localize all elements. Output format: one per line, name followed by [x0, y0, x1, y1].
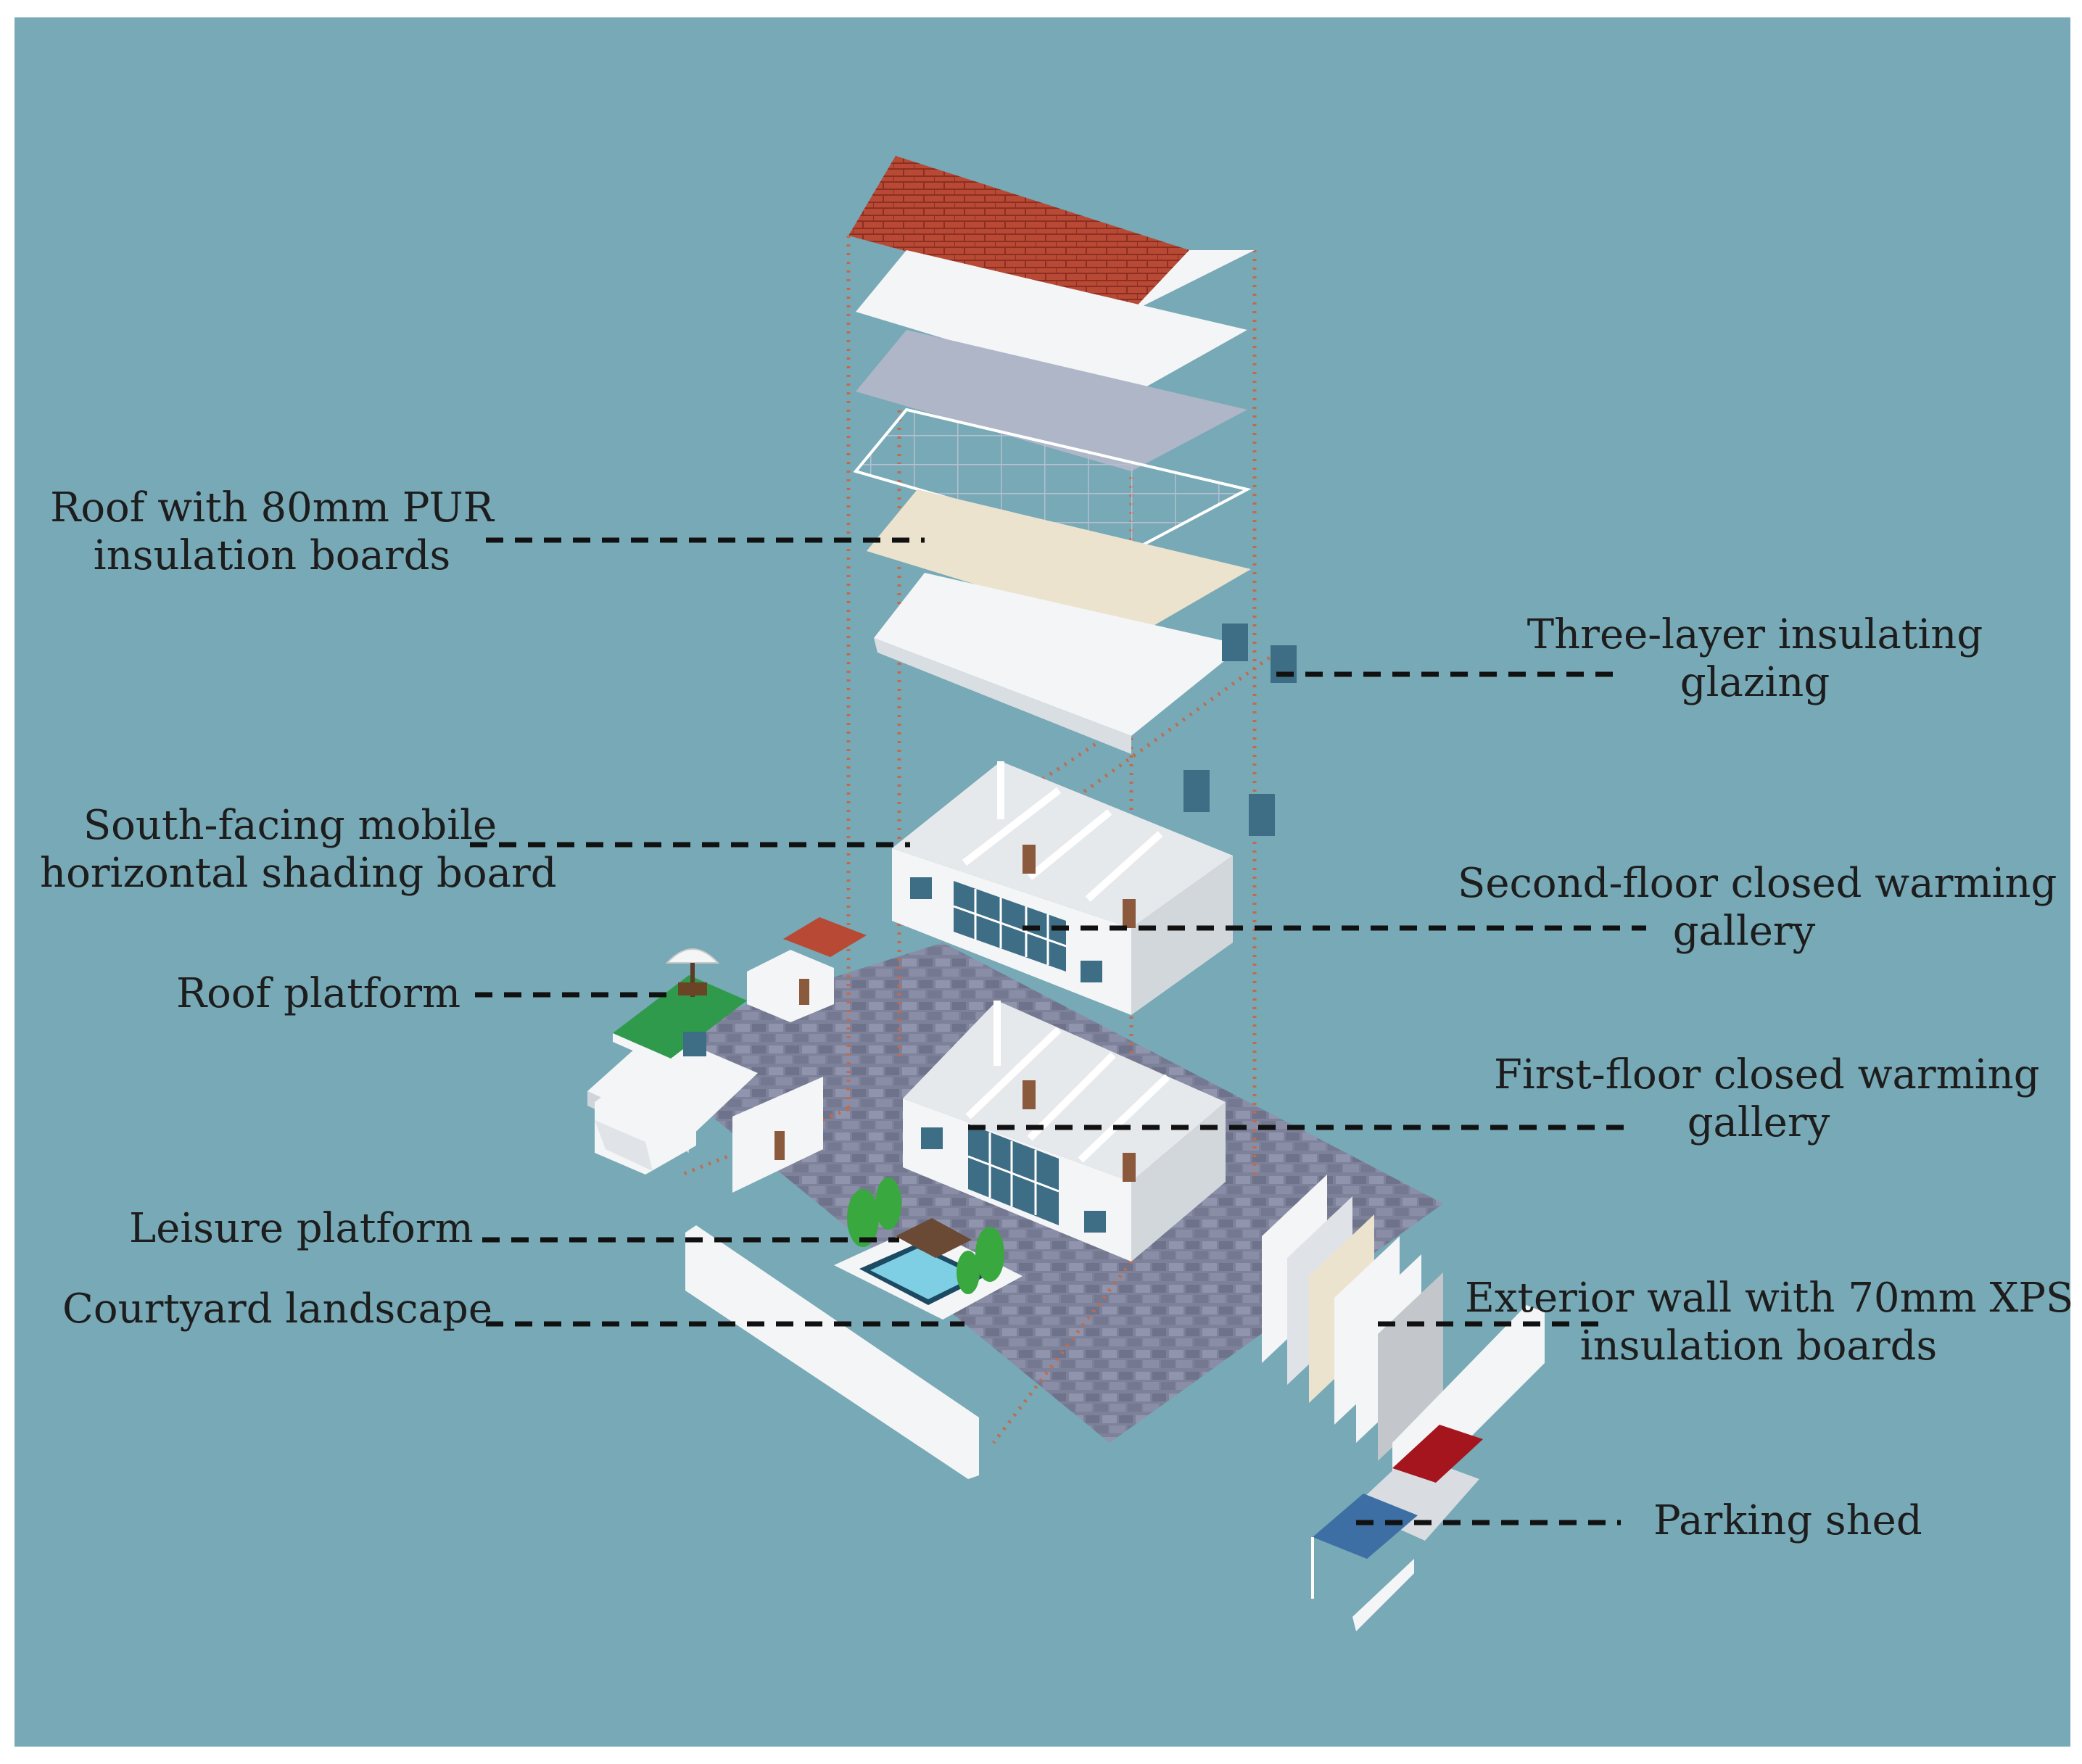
label-leisure: Leisure platform: [129, 1205, 474, 1252]
second-floor: [892, 761, 1233, 1015]
door-icon: [1023, 845, 1036, 874]
window-icon: [1271, 645, 1297, 683]
label-shading: South-facing mobile horizontal shading b…: [40, 802, 557, 897]
window-icon: [921, 1127, 943, 1149]
parking-shed: [1311, 1305, 1545, 1631]
window-icon: [1222, 624, 1248, 661]
label-roof-insulation: Roof with 80mm PUR insulation boards: [50, 484, 494, 579]
left-annex: [587, 917, 867, 1193]
window-icon: [1249, 794, 1275, 836]
glazing-windows: [1183, 624, 1297, 836]
door-icon: [1123, 899, 1136, 928]
roof-layer-grey: [856, 330, 1247, 471]
roof-layer-base-side: [874, 638, 1131, 754]
front-wall-panel: [685, 1225, 979, 1479]
label-roof-platform: Roof platform: [176, 970, 461, 1017]
umbrella-icon: [665, 948, 720, 997]
label-first-gallery: First-floor closed warming gallery: [1494, 1051, 2040, 1146]
leader-lines: [470, 537, 1646, 1525]
label-exterior-wall: Exterior wall with 70mm XPS insulation b…: [1465, 1275, 2074, 1370]
window-icon: [1081, 961, 1102, 982]
label-second-gallery: Second-floor closed warming gallery: [1458, 860, 2057, 955]
tree-icon: [847, 1177, 1004, 1294]
label-glazing: Three-layer insulating glazing: [1527, 611, 1983, 706]
first-floor: [903, 1001, 1226, 1262]
roof-platform-lawn: [613, 975, 747, 1059]
courtyard: [834, 1177, 1023, 1320]
door-icon: [1123, 1153, 1136, 1182]
window-icon: [1183, 770, 1210, 812]
exterior-wall-layers: [1262, 1175, 1443, 1461]
roof-layer-base: [874, 573, 1244, 736]
door-icon: [1023, 1080, 1036, 1109]
second-floor-gallery-glass: [953, 881, 1067, 972]
window-icon: [910, 877, 932, 899]
stair-ramp: [595, 1120, 653, 1171]
leisure-deck: [896, 1218, 972, 1258]
roof-layer-white: [856, 250, 1247, 395]
window-icon: [1084, 1211, 1106, 1233]
window-icon: [683, 1032, 706, 1056]
roof-gable: [1131, 250, 1255, 312]
label-courtyard: Courtyard landscape: [62, 1285, 493, 1333]
roof-tiles: [848, 156, 1189, 312]
label-parking: Parking shed: [1653, 1497, 1922, 1544]
roof-layer-insulation: [867, 489, 1251, 634]
first-floor-gallery-glass: [967, 1124, 1059, 1225]
roof-stack: [848, 156, 1255, 754]
door-icon: [799, 979, 809, 1005]
door-icon: [774, 1131, 785, 1160]
